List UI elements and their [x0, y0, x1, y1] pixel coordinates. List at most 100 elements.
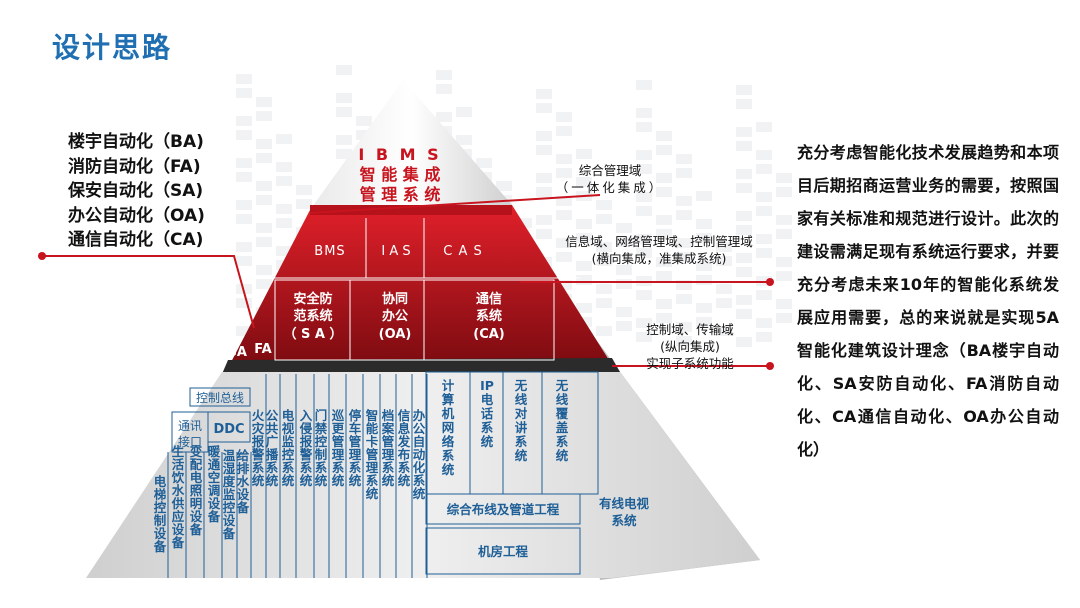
grid-cell [436, 112, 452, 122]
vertical-system-label: 停车管理系统 [349, 408, 362, 488]
grid-cell [576, 275, 592, 285]
cell-sa-l1: 安全防 [293, 291, 332, 307]
grid-cell [676, 154, 692, 164]
grid-cell [756, 150, 772, 160]
grid-cell [576, 233, 592, 243]
grid-cell [656, 215, 672, 225]
pyramid-red-section [228, 205, 612, 368]
grid-cell [636, 164, 652, 174]
cell-ca-l1: 通信 [476, 291, 502, 307]
grid-cell [236, 172, 252, 182]
grid-cell [236, 214, 252, 224]
vertical-system-label: 温湿度监控设备 [222, 448, 236, 541]
design-description: 充分考虑智能化技术发展趋势和本项目后期招商运营业务的需要，按照国家有关标准和规范… [797, 143, 1059, 459]
vertical-system-label: 办公自动化系统 [413, 408, 426, 501]
grid-cell [736, 183, 752, 193]
vertical-system-label: 入侵报警系统 [299, 408, 313, 488]
annotation-middle: 信息域、网络管理域、控制管理域 (横向集成，准集成系统) [544, 233, 774, 267]
grid-cell [336, 65, 352, 75]
grid-cell [676, 322, 692, 332]
grid-cell [336, 93, 352, 103]
ca-system-label: 无线覆盖系统 [555, 378, 569, 463]
connector-dot [766, 278, 774, 286]
grid-cell [636, 108, 652, 118]
grid-cell [576, 177, 592, 187]
grid-cell [636, 206, 652, 216]
ca-system-label: 计算机网络系统 [442, 378, 455, 477]
grid-cell [656, 313, 672, 323]
grid-cell [556, 126, 572, 136]
grid-cell [256, 97, 272, 107]
grid-cell [276, 204, 292, 214]
header-bms: BMS [314, 244, 345, 259]
grid-cell [736, 127, 752, 137]
grid-cell [736, 141, 752, 151]
cell-border [189, 387, 251, 407]
cell-oa-l2: 办公 [382, 308, 408, 324]
grid-cell [736, 337, 752, 347]
vertical-system-label: 电梯控制设备 [153, 474, 167, 554]
grid-cell [696, 303, 712, 313]
grid-cell [616, 265, 632, 275]
grid-cell [736, 253, 752, 263]
grid-cell [656, 229, 672, 239]
grid-cell [556, 252, 572, 262]
grid-cell [556, 196, 572, 206]
grid-cell [776, 187, 792, 197]
grid-cell [576, 303, 592, 313]
ca-system-label: 无线对讲系统 [514, 378, 528, 463]
grid-cell [756, 318, 772, 328]
grid-cell [236, 130, 252, 140]
grid-cell [616, 223, 632, 233]
grid-cell [596, 242, 612, 252]
grid-cell [616, 321, 632, 331]
vertical-system-label: 变配电照明设备 [189, 444, 203, 537]
grid-cell [776, 229, 792, 239]
grid-cell [236, 256, 252, 266]
header-cas: C A S [443, 244, 483, 259]
grid-cell [636, 192, 652, 202]
grid-cell [636, 122, 652, 132]
grid-cell [496, 181, 512, 191]
grid-cell [676, 238, 692, 248]
grid-cell [636, 332, 652, 342]
connector-dot [766, 362, 774, 370]
grid-cell [536, 89, 552, 99]
grid-cell [596, 284, 612, 294]
grid-cell [716, 256, 732, 266]
grid-cell [596, 256, 612, 266]
ddc-label: DDC [213, 422, 244, 437]
grid-cell [536, 229, 552, 239]
grid-cell [236, 116, 252, 126]
grid-cell [676, 196, 692, 206]
grid-cell [276, 134, 292, 144]
grid-cell [256, 111, 272, 121]
cell-ca-l2: 系统 [476, 308, 502, 324]
annotation-line: 控制域、传输域 [646, 322, 734, 337]
grid-cell [436, 70, 452, 80]
grid-cell [276, 218, 292, 228]
grid-cell [616, 307, 632, 317]
grid-cell [576, 261, 592, 271]
grid-cell [776, 299, 792, 309]
grid-cell [756, 332, 772, 342]
grid-cell [596, 200, 612, 210]
grid-cell [716, 284, 732, 294]
grid-cell [736, 267, 752, 277]
grid-cell [236, 242, 252, 252]
grid-cell [716, 242, 732, 252]
grid-cell [716, 298, 732, 308]
grid-cell [336, 149, 352, 159]
cell-ca-l3: (CA) [473, 327, 504, 342]
apex-title-ibms: I B M S [358, 145, 441, 164]
grid-cell [296, 185, 312, 195]
grid-cell [536, 215, 552, 225]
grid-cell [736, 225, 752, 235]
cell-fa: FA [254, 342, 271, 357]
cell-sa-l3: （ S A ） [283, 326, 342, 342]
connector-line [42, 255, 255, 329]
pyramid-base [86, 372, 760, 578]
grid-cell [476, 158, 492, 168]
cabling-label: 综合布线及管道工程 [447, 502, 560, 517]
